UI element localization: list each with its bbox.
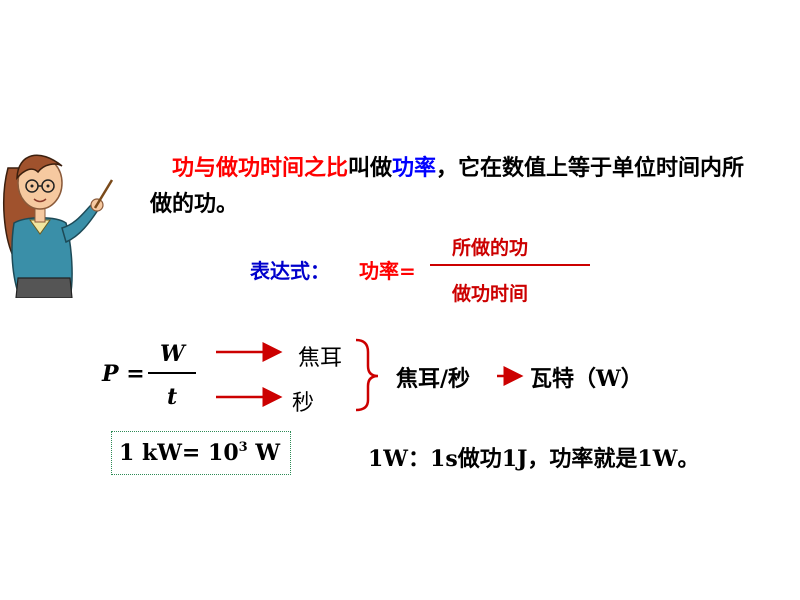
- formula-numerator: W: [160, 341, 185, 367]
- expression-fraction-bar: [430, 264, 590, 266]
- definition-paragraph: 功与做功时间之比叫做功率，它在数值上等于单位时间内所做的功。: [150, 150, 750, 222]
- definition-term-power: 功率: [392, 155, 437, 181]
- teacher-illustration: [3, 154, 114, 298]
- kw-conversion-text: 1 kW= 103 W: [119, 440, 280, 466]
- expression-denominator: 做功时间: [452, 283, 529, 305]
- unit-joule: 焦耳: [298, 346, 343, 371]
- expression-numerator: 所做的功: [452, 237, 529, 259]
- definition-text-rest: ，它在数值上等于单位时间内所做的功。: [150, 155, 745, 217]
- unit-watt: 瓦特（W）: [530, 366, 643, 392]
- kw-conversion-suffix: W: [247, 440, 281, 466]
- one-watt-note: 1W：1s做功1J，功率就是1W。: [368, 446, 700, 472]
- right-brace: [355, 338, 379, 412]
- kw-conversion-prefix: 1 kW= 10: [119, 440, 239, 466]
- formula-p-symbol: P: [102, 361, 119, 387]
- formula-fraction-bar: [148, 372, 196, 374]
- unit-joule-per-second: 焦耳/秒: [396, 366, 471, 392]
- expression-lhs: 功率=: [359, 259, 416, 283]
- formula-equals: =: [118, 361, 145, 387]
- definition-text: 叫做: [348, 155, 393, 181]
- kw-conversion-exponent: 3: [238, 440, 248, 455]
- expression-label: 表达式：: [250, 259, 330, 283]
- unit-second: 秒: [292, 391, 315, 416]
- formula-denominator: t: [167, 384, 178, 410]
- kw-conversion-box: [111, 431, 291, 475]
- formula-lhs: P =: [102, 361, 145, 387]
- definition-highlight-red: 功与做功时间之比: [172, 155, 349, 181]
